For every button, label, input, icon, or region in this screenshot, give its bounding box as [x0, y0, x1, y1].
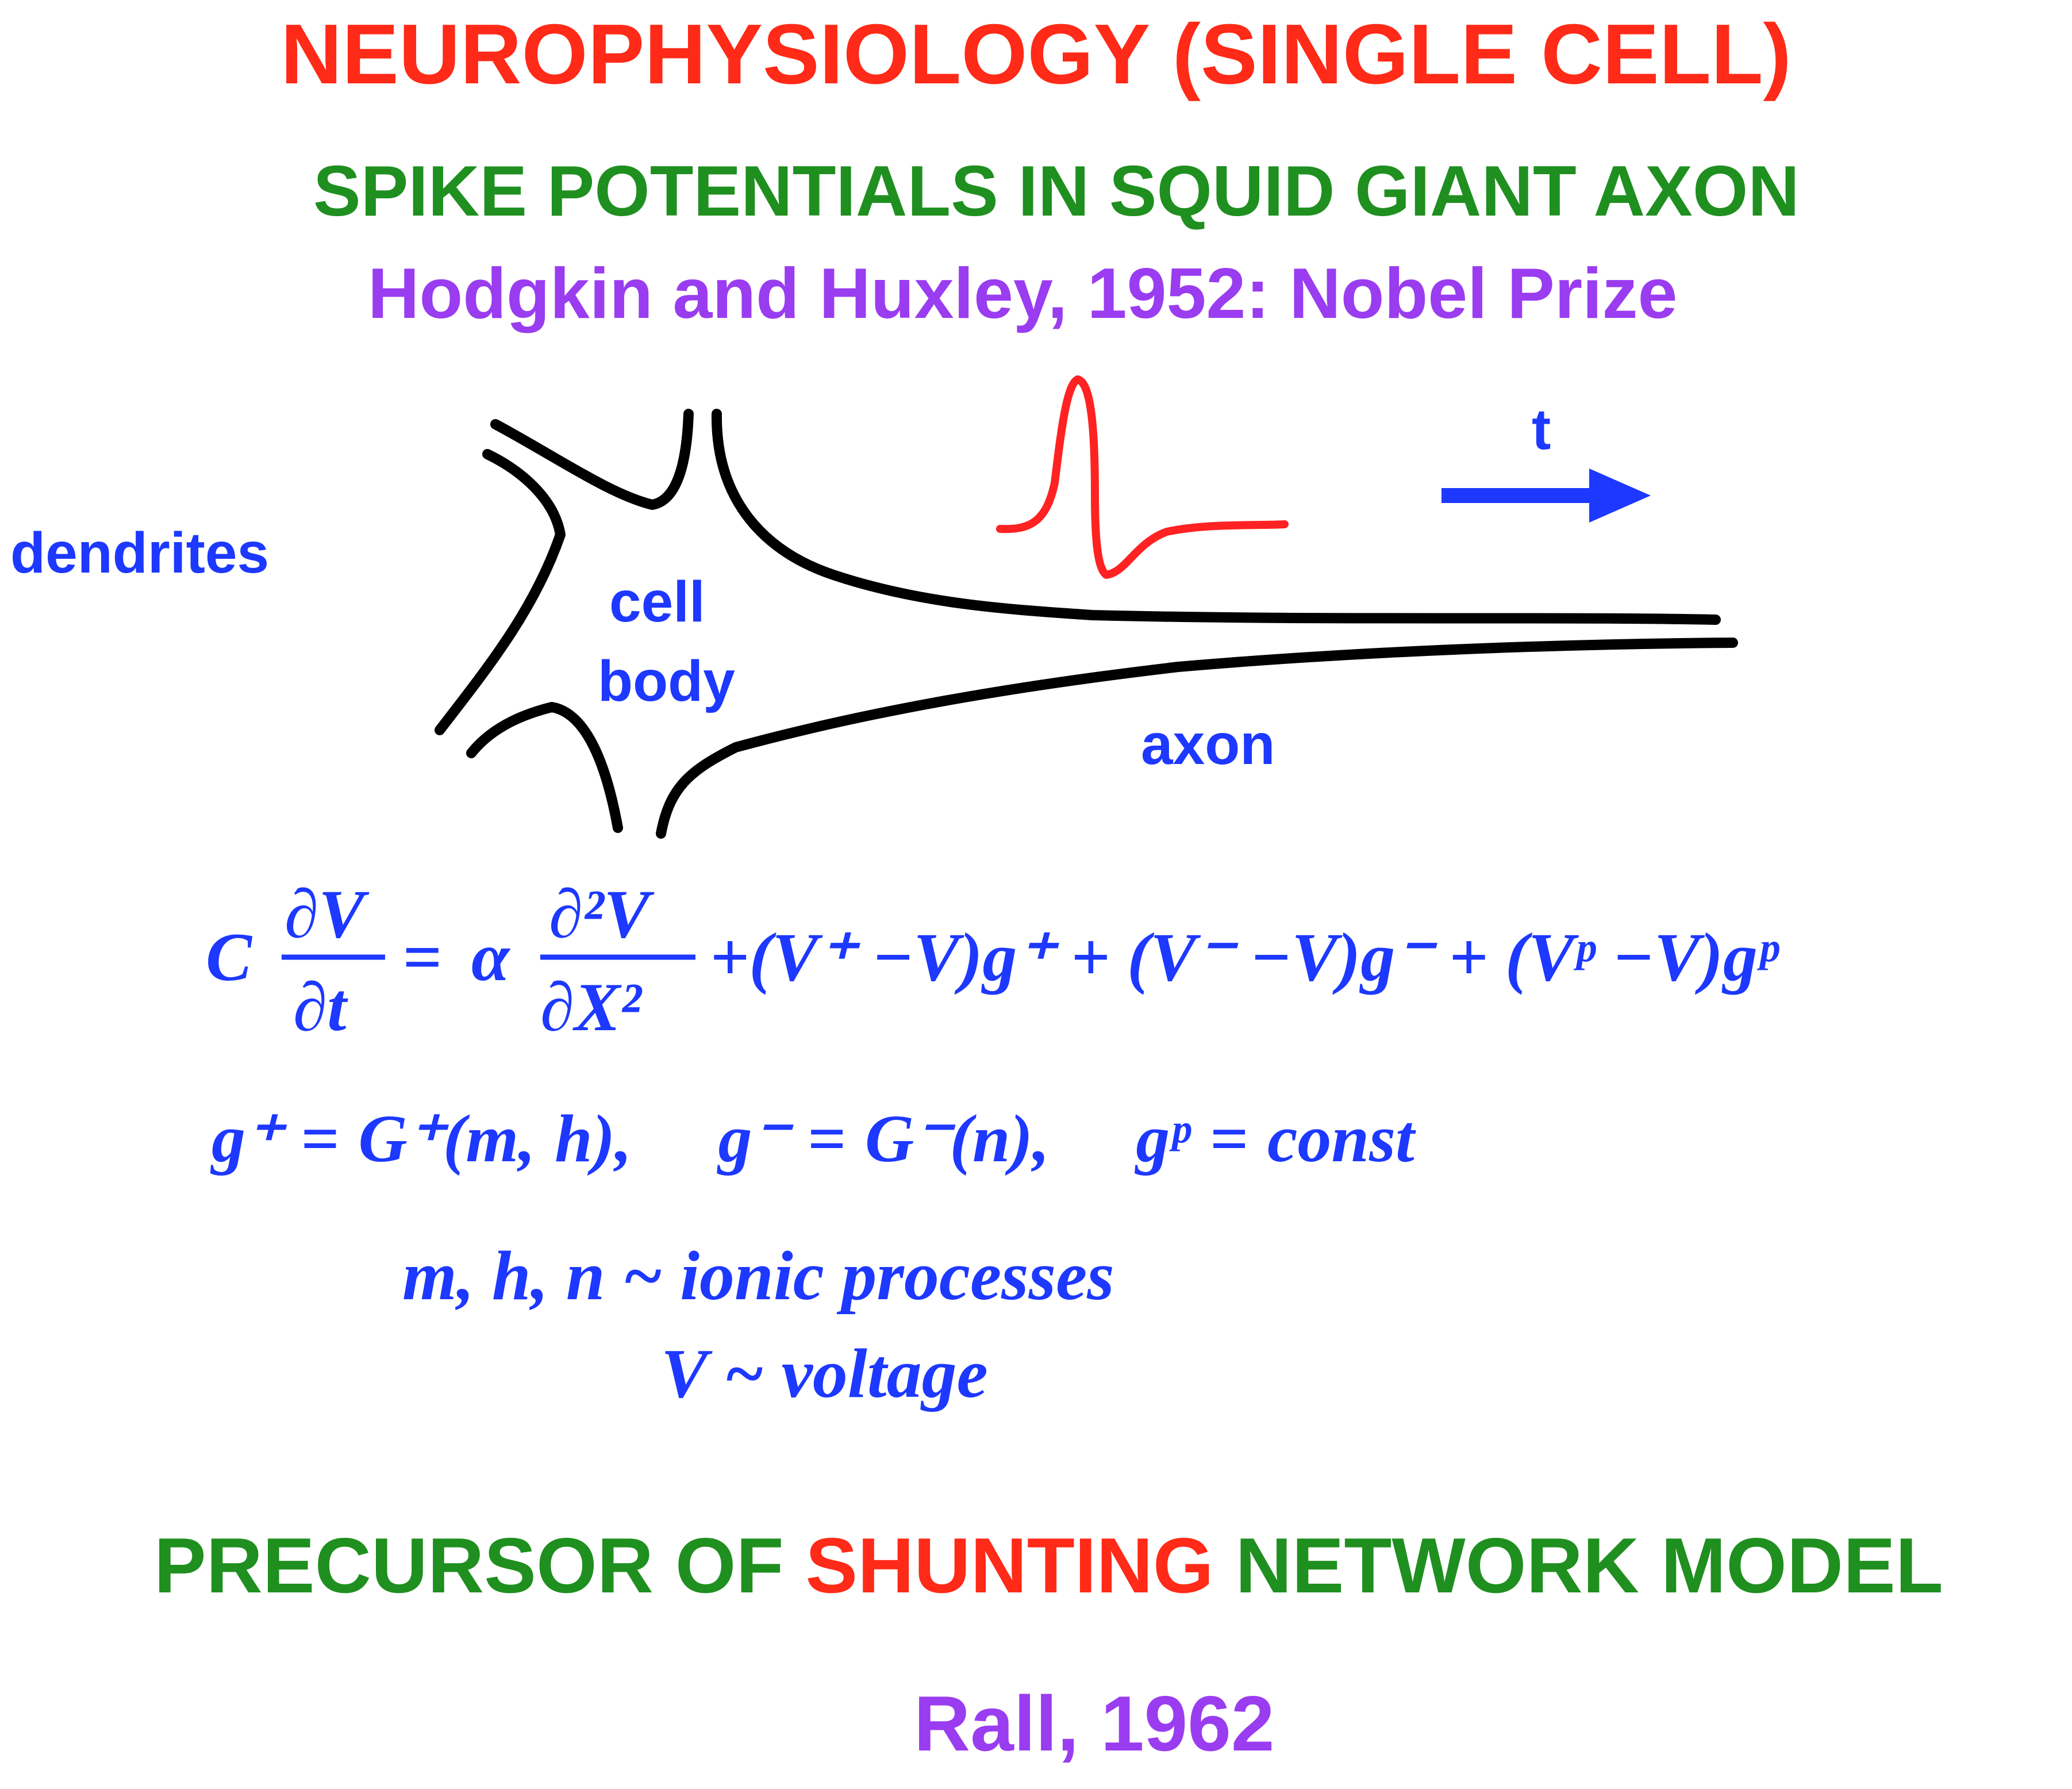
dendrite-lower-left: [466, 702, 623, 833]
eq-dt: ∂t: [293, 969, 348, 1045]
eq-dx2: ∂X²: [540, 969, 643, 1045]
precursor-heading: PRECURSOR OF SHUNTING NETWORK MODEL: [154, 1521, 1943, 1610]
eq-capacitance: C: [206, 919, 253, 995]
voltage-note: V ~ voltage: [661, 1335, 988, 1412]
neuron-diagram: [435, 375, 1738, 839]
subtitle: SPIKE POTENTIALS IN SQUID GIANT AXON: [313, 152, 1800, 231]
g-p-definition: gᵖ = const: [1136, 1101, 1414, 1176]
g-minus-definition: g⁻ = G⁻(n),: [718, 1101, 1050, 1176]
axon-lower-membrane: [656, 638, 1738, 839]
page-title: NEUROPHYSIOLOGY (SINGLE CELL): [280, 7, 1792, 102]
body-label: body: [598, 649, 735, 713]
axon-label: axon: [1141, 712, 1275, 777]
eq-d2v: ∂²V: [549, 876, 655, 952]
cell-label: cell: [609, 570, 705, 634]
precursor-prefix: PRECURSOR OF: [154, 1522, 806, 1609]
attribution: Hodgkin and Huxley, 1952: Nobel Prize: [368, 254, 1678, 333]
spike-waveform: [996, 375, 1289, 579]
rall-citation: Rall, 1962: [914, 1680, 1275, 1767]
dendrites-label: dendrites: [10, 521, 270, 585]
time-label: t: [1532, 397, 1551, 462]
main-equation: C ∂V ∂t = α ∂²V ∂X² +(V⁺ −V)g⁺ + (V⁻ −V)…: [206, 876, 1779, 1045]
eq-rhs: +(V⁺ −V)g⁺ + (V⁻ −V)g⁻ + (Vᵖ −V)gᵖ: [710, 919, 1779, 995]
eq-dv: ∂V: [285, 876, 370, 952]
time-arrow-icon: [1441, 469, 1651, 523]
g-plus-definition: g⁺ = G⁺(m, h),: [212, 1101, 632, 1176]
dendrite-upper-left-outer: [490, 409, 694, 510]
shunting-highlight: SHUNTING: [805, 1522, 1214, 1609]
eq-equals: =: [402, 919, 441, 995]
conductance-equations: g⁺ = G⁺(m, h), g⁻ = G⁻(n), gᵖ = const: [212, 1098, 1414, 1178]
eq-alpha: α: [471, 919, 510, 995]
axon-upper-membrane: [711, 409, 1721, 625]
dendrite-upper-left-inner: [435, 449, 566, 735]
ionic-processes-note: m, h, n ~ ionic processes: [402, 1237, 1114, 1315]
precursor-suffix: NETWORK MODEL: [1213, 1522, 1943, 1609]
